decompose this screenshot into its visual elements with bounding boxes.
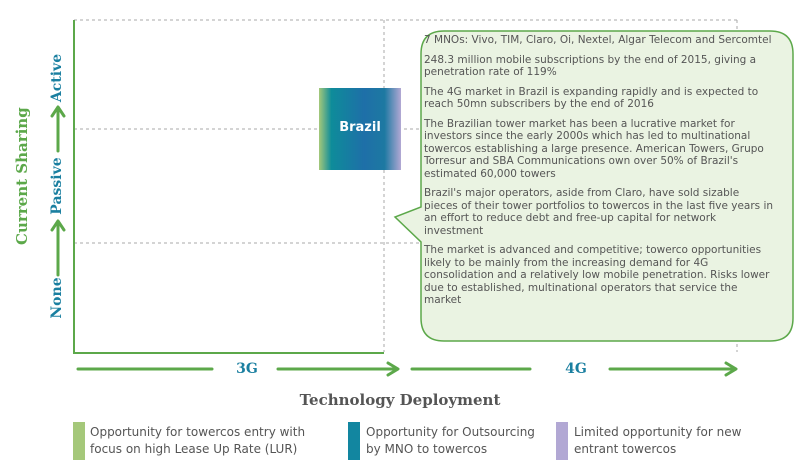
callout-paragraph-tower-market: The Brazilian tower market has been a lu…	[424, 117, 764, 180]
legend-label-limited: Limited opportunity for new entrant towe…	[574, 425, 742, 456]
x-arrow-3g-right	[276, 361, 400, 377]
y-arrow-upper	[50, 105, 66, 153]
legend-label-lur: Opportunity for towercos entry with focu…	[90, 425, 306, 456]
callout-paragraph-portfolio-sales: Brazil's major operators, aside from Cla…	[424, 187, 774, 237]
callout-paragraph-4g-market: The 4G market in Brazil is expanding rap…	[424, 85, 759, 111]
x-level-3g: 3G	[236, 361, 258, 377]
y-arrow-lower	[50, 219, 66, 277]
y-level-none: None	[49, 277, 65, 319]
legend-swatch-limited	[556, 422, 568, 460]
callout-paragraph-operators: 7 MNOs: Vivo, TIM, Claro, Oi, Nextel, Al…	[424, 34, 772, 46]
y-axis-title: Current Sharing	[13, 107, 31, 245]
y-level-passive: Passive	[49, 157, 65, 215]
legend-swatch-outsourcing	[348, 422, 360, 460]
callout-text: 7 MNOs: Vivo, TIM, Claro, Oi, Nextel, Al…	[424, 34, 774, 339]
x-level-4g: 4G	[565, 361, 587, 377]
callout-paragraph-outlook: The market is advanced and competitive; …	[424, 244, 770, 306]
market-label: Brazil	[339, 120, 381, 135]
y-level-active: Active	[49, 53, 65, 103]
legend-swatch-lur	[73, 422, 85, 460]
callout-paragraph-subscriptions: 248.3 million mobile subscriptions by th…	[424, 53, 757, 79]
legend-label-outsourcing: Opportunity for Outsourcing by MNO to to…	[366, 425, 535, 456]
callout-bubble	[393, 30, 794, 342]
x-axis-title: Technology Deployment	[299, 391, 501, 409]
market-box-brazil[interactable]: Brazil	[319, 88, 401, 170]
x-arrow-4g-right	[608, 361, 738, 377]
